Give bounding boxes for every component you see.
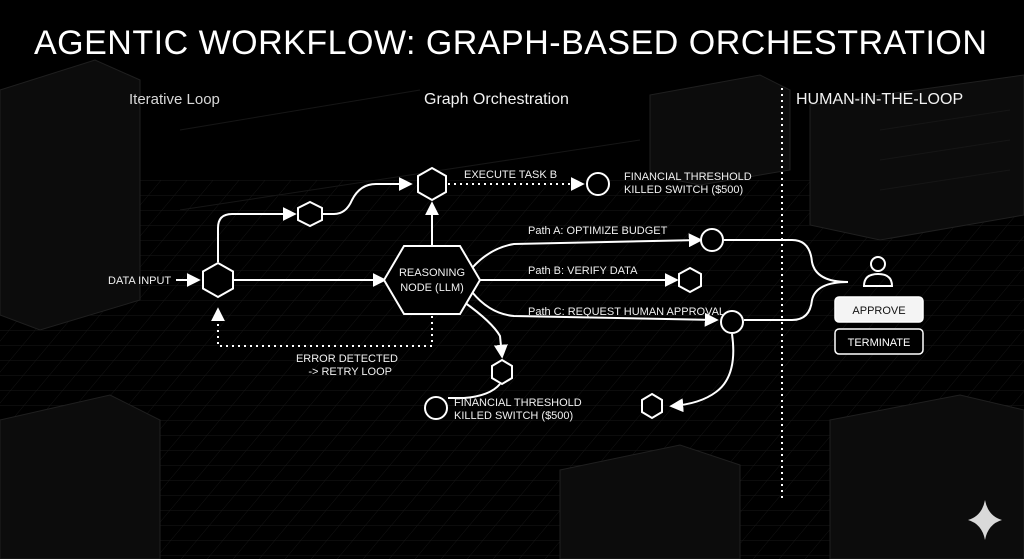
- hex-top-node: [417, 166, 447, 202]
- section-graph-orchestration: Graph Orchestration: [424, 91, 569, 108]
- circle-threshold-top: [586, 172, 610, 196]
- circle-threshold-bottom: [424, 396, 448, 420]
- terminate-button[interactable]: TERMINATE: [834, 328, 924, 355]
- label-path-b: Path B: VERIFY DATA: [528, 265, 638, 277]
- hex-verify-node: [678, 266, 702, 294]
- connector-path-a-human: [724, 239, 849, 283]
- label-data-input: DATA INPUT: [108, 275, 171, 287]
- label-error-1: ERROR DETECTED: [296, 353, 398, 365]
- label-threshold-bottom-2: KILLED SWITCH ($500): [454, 410, 573, 422]
- label-threshold-bottom-1: FINANCIAL THRESHOLD: [454, 397, 582, 409]
- sparkle-icon: [968, 500, 1002, 540]
- connector-bottom-threshold: [448, 383, 501, 399]
- arrow-approval-return: [669, 333, 735, 413]
- arrow-to-bottom-hex: [463, 301, 508, 359]
- section-iterative-loop: Iterative Loop: [129, 91, 220, 108]
- background-lines: [179, 89, 1011, 211]
- arrow-to-top-hex: [322, 177, 413, 215]
- hex-input-node: [202, 261, 234, 299]
- circle-path-a: [700, 228, 724, 252]
- approve-button-label: APPROVE: [852, 305, 905, 317]
- label-execute-task-b: EXECUTE TASK B: [464, 169, 557, 181]
- hex-bottom-node: [491, 358, 513, 386]
- terminate-button-label: TERMINATE: [848, 337, 911, 349]
- user-icon: [862, 256, 894, 287]
- arrow-path-a: [471, 233, 703, 269]
- section-human-in-the-loop: HUMAN-IN-THE-LOOP: [796, 91, 963, 108]
- label-reasoning-2: NODE (LLM): [400, 282, 464, 294]
- arrow-path-c: [471, 291, 719, 327]
- label-path-a: Path A: OPTIMIZE BUDGET: [528, 225, 668, 237]
- label-reasoning-1: REASONING: [399, 267, 465, 279]
- approve-button[interactable]: APPROVE: [834, 296, 924, 323]
- label-threshold-top-1: FINANCIAL THRESHOLD: [624, 171, 752, 183]
- arrow-to-branch-hex: [217, 207, 297, 262]
- hex-branch-node: [297, 200, 323, 228]
- page-title: AGENTIC WORKFLOW: GRAPH-BASED ORCHESTRAT…: [34, 24, 987, 62]
- hex-approval-return-node: [641, 392, 663, 420]
- label-path-c: Path C: REQUEST HUMAN APPROVAL: [528, 306, 725, 318]
- nodes: [202, 166, 744, 420]
- label-threshold-top-2: KILLED SWITCH ($500): [624, 184, 743, 196]
- connectors: [176, 177, 849, 413]
- reasoning-node: [382, 245, 482, 315]
- label-error-2: -> RETRY LOOP: [308, 366, 392, 378]
- connector-path-c-human: [744, 281, 849, 321]
- circle-path-c: [720, 310, 744, 334]
